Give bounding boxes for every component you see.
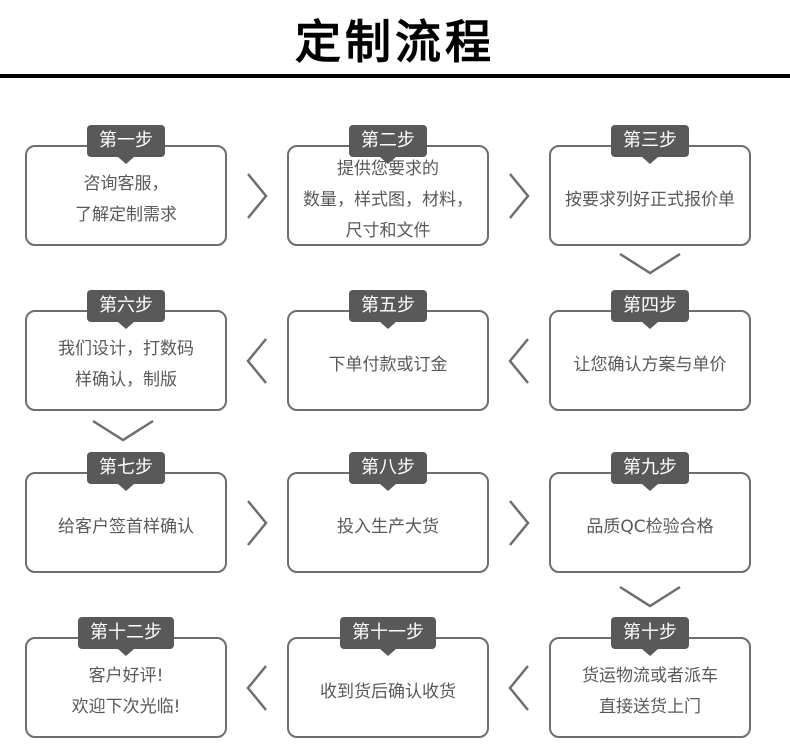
step-text-line: 尺寸和文件 [345, 220, 431, 241]
step-badge: 第四步 [611, 290, 689, 322]
step-text-line: 让您确认方案与单价 [573, 354, 727, 375]
step-badge: 第一步 [87, 125, 165, 157]
step-card-1: 第一步 咨询客服， 了解定制需求 [25, 125, 227, 246]
step-card-3: 第三步 按要求列好正式报价单 [549, 125, 751, 246]
step-badge: 第二步 [349, 125, 427, 157]
step-card-8: 第八步 投入生产大货 [287, 452, 489, 573]
step-text-line: 数量，样式图，材料， [303, 189, 473, 210]
step-badge: 第五步 [349, 290, 427, 322]
arrow-left-icon [227, 637, 287, 738]
arrow-right-icon [227, 472, 287, 573]
arrow-right-icon [489, 472, 549, 573]
step-text-line: 投入生产大货 [337, 516, 439, 537]
arrow-right-icon [489, 145, 549, 246]
step-card-10: 第十步 货运物流或者派车 直接送货上门 [549, 617, 751, 738]
step-text-line: 了解定制需求 [75, 205, 177, 225]
step-text-line: 货运物流或者派车 [582, 666, 718, 686]
flow-row-4: 第十二步 客户好评! 欢迎下次光临! 第十一步 收到货后确认收货 第十步 [25, 617, 751, 738]
arrow-right-icon [227, 145, 287, 246]
step-text-line: 直接送货上门 [599, 697, 701, 717]
step-box: 投入生产大货 [287, 472, 489, 573]
step-text-line: 下单付款或订金 [328, 354, 448, 375]
step-badge: 第十步 [611, 617, 689, 649]
page-title: 定制流程 [295, 15, 495, 69]
arrow-left-icon [489, 310, 549, 411]
step-card-4: 第四步 让您确认方案与单价 [549, 290, 751, 411]
arrow-down-icon [618, 252, 682, 276]
step-card-5: 第五步 下单付款或订金 [287, 290, 489, 411]
step-text-line: 按要求列好正式报价单 [565, 189, 735, 210]
step-box: 提供您要求的 数量，样式图，材料， 尺寸和文件 [287, 145, 489, 246]
flow-row-3: 第七步 给客户签首样确认 第八步 投入生产大货 第九步 品质QC检验合 [25, 452, 751, 573]
step-box: 货运物流或者派车 直接送货上门 [549, 637, 751, 738]
step-card-6: 第六步 我们设计，打数码 样确认，制版 [25, 290, 227, 411]
step-text-line: 样确认，制版 [75, 370, 177, 390]
step-card-2: 第二步 提供您要求的 数量，样式图，材料， 尺寸和文件 [287, 125, 489, 246]
step-text-line: 欢迎下次光临! [71, 697, 181, 717]
arrow-down-icon [91, 419, 155, 443]
step-badge: 第六步 [87, 290, 165, 322]
step-badge: 第八步 [349, 452, 427, 484]
step-badge: 第九步 [611, 452, 689, 484]
step-text-line: 收到货后确认收货 [320, 681, 456, 702]
arrow-down-icon [618, 585, 682, 609]
step-card-11: 第十一步 收到货后确认收货 [287, 617, 489, 738]
flow-row-1: 第一步 咨询客服， 了解定制需求 第二步 提供您要求的 数量，样式图，材料， 尺… [25, 125, 751, 246]
step-text-line: 给客户签首样确认 [58, 516, 194, 537]
arrow-left-icon [227, 310, 287, 411]
step-card-12: 第十二步 客户好评! 欢迎下次光临! [25, 617, 227, 738]
step-text-line: 咨询客服， [83, 174, 169, 194]
step-card-7: 第七步 给客户签首样确认 [25, 452, 227, 573]
step-box: 下单付款或订金 [287, 310, 489, 411]
step-text-line: 我们设计，打数码 [58, 339, 194, 359]
step-text-line: 品质QC检验合格 [586, 516, 714, 537]
step-badge: 第七步 [87, 452, 165, 484]
arrow-left-icon [489, 637, 549, 738]
step-badge: 第十二步 [78, 617, 174, 649]
step-badge: 第三步 [611, 125, 689, 157]
flow-row-2: 第六步 我们设计，打数码 样确认，制版 第五步 下单付款或订金 第四步 [25, 290, 751, 411]
step-card-9: 第九步 品质QC检验合格 [549, 452, 751, 573]
step-text-line: 客户好评! [88, 666, 164, 686]
step-badge: 第十一步 [340, 617, 436, 649]
step-text-line: 提供您要求的 [337, 158, 439, 179]
title-divider [0, 74, 790, 78]
